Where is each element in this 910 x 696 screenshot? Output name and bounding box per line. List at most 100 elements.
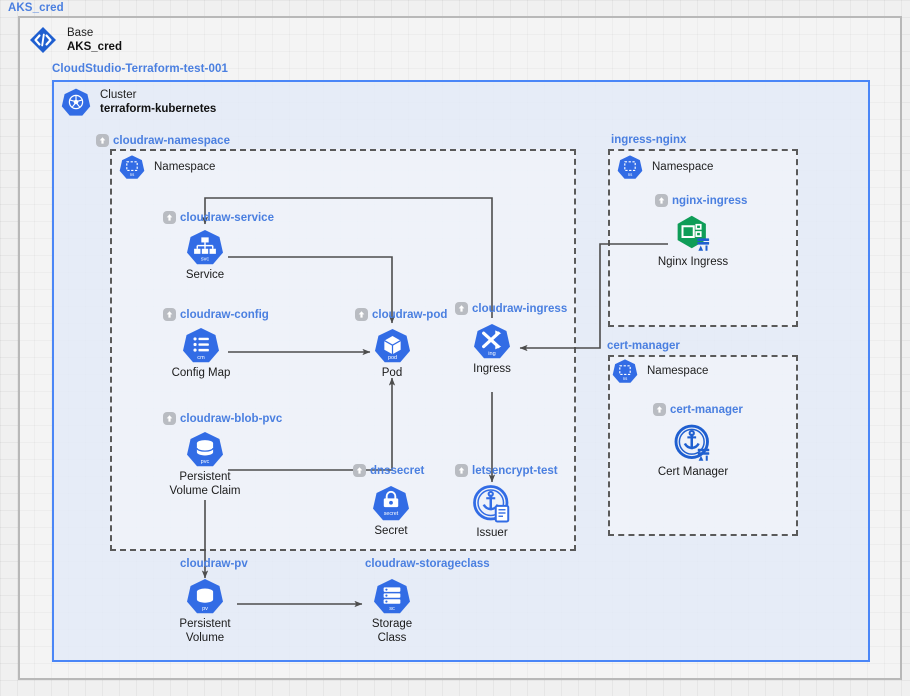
resource-name: cloudraw-pv — [180, 558, 248, 570]
svg-text:ing: ing — [488, 351, 495, 357]
svg-text:ns: ns — [130, 172, 135, 177]
resource-name: cert-manager — [670, 403, 743, 416]
svg-text:secret: secret — [384, 511, 399, 517]
resource-name: dnssecret — [370, 464, 425, 477]
k8s-namespace-icon: ns — [612, 358, 638, 384]
resource-name: nginx-ingress — [672, 194, 748, 207]
node-storageclass[interactable]: sc Storage Class — [338, 577, 446, 645]
upload-badge-icon — [653, 403, 666, 416]
resource-name: cloudraw-service — [180, 211, 274, 224]
node-caption: Ingress — [473, 363, 511, 375]
upload-badge-icon — [163, 308, 176, 321]
resource-name: letsencrypt-test — [472, 464, 558, 477]
svg-text:cm: cm — [197, 355, 205, 361]
namespace-header-cloudraw-namespace: ns Namespace — [119, 154, 215, 180]
upload-badge-icon — [163, 211, 176, 224]
upload-badge-icon — [353, 464, 366, 477]
resource-name: cloudraw-ingress — [472, 302, 568, 315]
kubernetes-icon — [61, 87, 91, 117]
resource-name: cloudraw-storageclass — [365, 558, 490, 570]
upload-badge-icon — [655, 194, 668, 207]
cluster-name: terraform-kubernetes — [100, 103, 217, 115]
cert-issuer-icon — [438, 484, 546, 524]
resource-name: cloudraw-config — [180, 308, 269, 321]
resource-label-ingress: cloudraw-ingress — [455, 302, 567, 315]
node-ingress[interactable]: ing Ingress — [438, 322, 546, 377]
resource-label-issuer: letsencrypt-test — [455, 464, 558, 477]
node-pod[interactable]: pod Pod — [338, 327, 446, 381]
node-caption: Cert Manager — [657, 466, 729, 478]
cluster-header: Cluster terraform-kubernetes — [61, 87, 216, 117]
node-caption: Persistent Volume — [179, 618, 231, 644]
node-pv[interactable]: pv Persistent Volume — [151, 577, 259, 645]
svg-text:pvc: pvc — [201, 459, 210, 465]
resource-label-service: cloudraw-service — [163, 211, 274, 224]
k8s-service-icon: svc — [151, 228, 259, 266]
upload-badge-icon — [455, 464, 468, 477]
svg-text:ns: ns — [623, 376, 628, 381]
node-nginxingress[interactable]: Nginx Ingress — [639, 213, 747, 270]
namespace-label-cert-manager: cert-manager — [607, 340, 680, 352]
namespace-label-cloudraw-namespace: cloudraw-namespace — [96, 134, 230, 147]
node-secret[interactable]: secret Secret — [337, 484, 445, 539]
k8s-namespace-icon: ns — [119, 154, 145, 180]
resource-label-configmap: cloudraw-config — [163, 308, 269, 321]
node-caption: Secret — [374, 525, 408, 537]
k8s-pod-icon: pod — [338, 327, 446, 364]
node-pvc[interactable]: pvc Persistent Volume Claim — [151, 430, 259, 498]
node-caption: Config Map — [171, 367, 231, 379]
namespace-kind-label: Namespace — [652, 161, 714, 173]
helm-certmanager-icon — [639, 423, 747, 463]
node-configmap[interactable]: cm Config Map — [147, 326, 255, 381]
base-header: Base AKS_cred — [28, 25, 122, 55]
node-caption: Pod — [381, 367, 403, 379]
k8s-secret-icon: secret — [337, 484, 445, 522]
node-issuer[interactable]: Issuer — [438, 484, 546, 541]
upload-badge-icon — [163, 412, 176, 425]
namespace-label-ingress-nginx: ingress-nginx — [611, 134, 686, 146]
node-service[interactable]: svc Service — [151, 228, 259, 283]
upload-badge-icon — [355, 308, 368, 321]
node-caption: Persistent Volume Claim — [169, 471, 241, 497]
base-kind: Base — [67, 26, 94, 39]
resource-label-pod: cloudraw-pod — [355, 308, 447, 321]
resource-label-secret: dnssecret — [353, 464, 424, 477]
k8s-namespace-icon: ns — [617, 154, 643, 180]
node-caption: Issuer — [476, 527, 508, 539]
k8s-storageclass-icon: sc — [338, 577, 446, 615]
resource-label-certmanager: cert-manager — [653, 403, 743, 416]
resource-label-pvc: cloudraw-blob-pvc — [163, 412, 282, 425]
namespace-header-ingress-nginx: ns Namespace — [617, 154, 713, 180]
namespace-kind-label: Namespace — [154, 161, 216, 173]
svg-text:svc: svc — [201, 256, 210, 262]
node-caption: Storage Class — [371, 618, 413, 644]
upload-badge-icon — [96, 134, 109, 147]
namespace-title: cloudraw-namespace — [113, 134, 230, 147]
namespace-kind-label: Namespace — [647, 365, 709, 377]
svg-text:ns: ns — [628, 172, 633, 177]
svg-text:pod: pod — [387, 355, 396, 361]
namespace-title: cert-manager — [607, 340, 680, 352]
page-title: AKS_cred — [8, 2, 64, 14]
svg-text:pv: pv — [202, 606, 208, 612]
namespace-title: ingress-nginx — [611, 134, 687, 146]
node-caption: Nginx Ingress — [657, 256, 729, 268]
resource-name: cloudraw-pod — [372, 308, 448, 321]
subscription-title: CloudStudio-Terraform-test-001 — [52, 63, 228, 75]
node-caption: Service — [185, 269, 225, 281]
base-name: AKS_cred — [67, 41, 122, 53]
k8s-configmap-icon: cm — [147, 326, 255, 364]
svg-text:sc: sc — [389, 606, 395, 612]
resource-label-nginxingress: nginx-ingress — [655, 194, 747, 207]
resource-name: cloudraw-blob-pvc — [180, 412, 283, 425]
node-certmanager[interactable]: Cert Manager — [639, 423, 747, 480]
upload-badge-icon — [455, 302, 468, 315]
k8s-ingress-icon: ing — [438, 322, 546, 360]
helm-nginx-icon — [639, 213, 747, 253]
resource-label-pv: cloudraw-pv — [180, 558, 248, 570]
resource-label-storageclass: cloudraw-storageclass — [365, 558, 490, 570]
namespace-header-cert-manager: ns Namespace — [612, 358, 708, 384]
k8s-pv-icon: pv — [151, 577, 259, 615]
cluster-kind: Cluster — [100, 88, 137, 101]
